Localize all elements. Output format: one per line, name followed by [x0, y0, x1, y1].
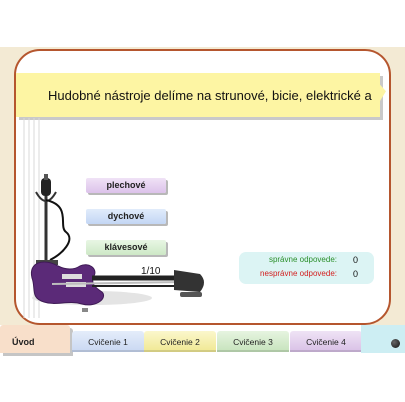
tab-cvicenie-2[interactable]: Cvičenie 2	[144, 331, 216, 352]
answer-button-plechove[interactable]: plechové	[86, 178, 166, 193]
question-text: Hudobné nástroje delíme na strunové, bic…	[48, 87, 372, 103]
tab-label: Cvičenie 4	[306, 337, 346, 347]
dot-icon[interactable]	[391, 339, 400, 348]
tab-cvicenie-4[interactable]: Cvičenie 4	[290, 331, 362, 352]
question-counter: 1/10	[141, 266, 161, 277]
wrong-answers-value: 0	[352, 269, 358, 279]
wrong-answers-row: nesprávne odpovede: 0	[239, 269, 374, 282]
tab-uvod[interactable]: Úvod	[0, 325, 70, 353]
tab-label: Úvod	[12, 337, 35, 347]
tab-cvicenie-1[interactable]: Cvičenie 1	[72, 331, 144, 352]
tab-bar: Úvod Cvičenie 1 Cvičenie 2 Cvičenie 3 Cv…	[0, 325, 405, 353]
question-box: Hudobné nástroje delíme na strunové, bic…	[16, 73, 380, 117]
tab-label: Cvičenie 3	[233, 337, 273, 347]
tab-cvicenie-3[interactable]: Cvičenie 3	[217, 331, 289, 352]
correct-answers-value: 0	[352, 255, 358, 265]
answer-label: dychové	[107, 211, 145, 221]
tab-label: Cvičenie 2	[160, 337, 200, 347]
correct-answers-row: správne odpovede: 0	[239, 255, 374, 268]
tab-label: Cvičenie 1	[88, 337, 128, 347]
score-panel: správne odpovede: 0 nesprávne odpovede: …	[239, 252, 374, 284]
electric-guitar-microphone-icon	[30, 174, 204, 312]
answer-label: plechové	[106, 180, 146, 190]
answer-button-klavesove[interactable]: klávesové	[86, 240, 166, 255]
wrong-answers-label: nesprávne odpovede:	[260, 269, 337, 278]
correct-answers-label: správne odpovede:	[268, 255, 337, 264]
tab-bar-end	[361, 325, 405, 353]
answer-label: klávesové	[104, 242, 148, 252]
answer-button-dychove[interactable]: dychové	[86, 209, 166, 224]
